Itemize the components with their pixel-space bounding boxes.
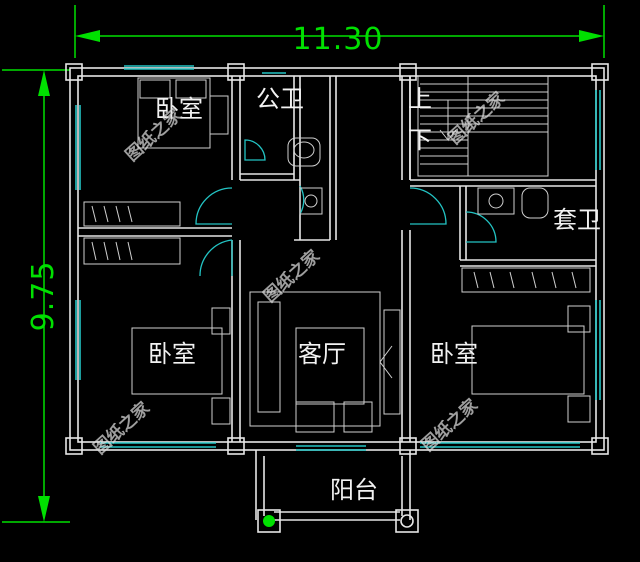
room-suite-bath: 套卫 bbox=[553, 206, 601, 234]
balcony-structure bbox=[255, 450, 419, 533]
stair-up-label: 上 bbox=[408, 85, 432, 113]
watermark-3: 图纸之家 bbox=[259, 246, 324, 307]
room-public-bath: 公卫 bbox=[256, 85, 304, 113]
width-dimension-label: 11.30 bbox=[293, 22, 384, 57]
furniture bbox=[83, 77, 591, 433]
outer-walls bbox=[65, 63, 609, 455]
room-bedroom-top-left: 卧室 bbox=[155, 95, 203, 123]
watermark-1: 图纸之家 bbox=[121, 105, 186, 166]
doors bbox=[195, 139, 497, 277]
room-bedroom-right: 卧室 bbox=[430, 340, 478, 368]
watermark-2: 图纸之家 bbox=[444, 88, 509, 149]
room-bedroom-bottom-left: 卧室 bbox=[148, 340, 196, 368]
room-living-room: 客厅 bbox=[298, 340, 346, 368]
windows bbox=[75, 65, 601, 451]
room-balcony: 阳台 bbox=[330, 476, 378, 504]
stair-down-label: 下 bbox=[408, 126, 432, 154]
dimension-width: 11.30 bbox=[74, 5, 605, 58]
stairs bbox=[417, 75, 549, 177]
dimension-height: 9.75 bbox=[2, 69, 70, 523]
height-dimension-label: 9.75 bbox=[26, 261, 61, 332]
